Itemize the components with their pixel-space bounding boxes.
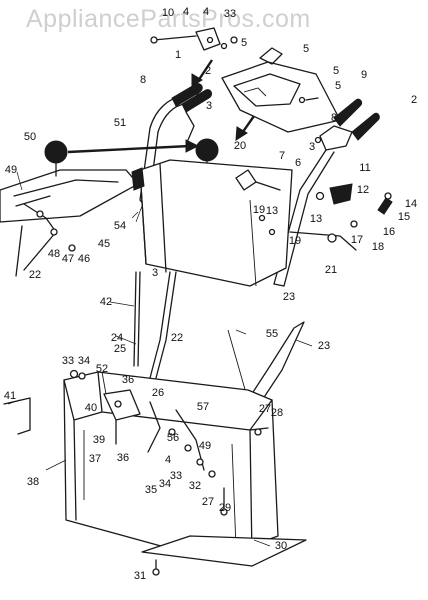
callout-label: 17 — [351, 234, 363, 246]
callout-label: 23 — [318, 340, 330, 352]
callout-label: 22 — [29, 269, 41, 281]
callout-label: 27 — [202, 496, 214, 508]
callout-label: 8 — [140, 74, 146, 86]
callout-label: 4 — [203, 6, 209, 18]
callout-label: 54 — [114, 220, 126, 232]
callout-label: 19 — [253, 204, 265, 216]
callout-label: 33 — [170, 470, 182, 482]
callout-label: 2 — [411, 94, 417, 106]
callout-label: 41 — [4, 390, 16, 402]
callout-label: 29 — [219, 502, 231, 514]
callout-label: 36 — [117, 452, 129, 464]
callout-label: 4 — [183, 6, 189, 18]
shift-knob-assembly — [0, 140, 139, 271]
callout-label: 3 — [309, 141, 315, 153]
callout-label: 33 — [62, 355, 74, 367]
callout-label: 10 — [162, 7, 174, 19]
shift-knob — [195, 138, 219, 162]
callout-label: 26 — [152, 387, 164, 399]
callout-label: 27 — [259, 403, 271, 415]
callout-label: 30 — [275, 540, 287, 552]
callout-label: 5 — [335, 80, 341, 92]
main-housing — [131, 159, 293, 287]
arrow-head-icon — [235, 126, 248, 141]
leader-lines — [7, 171, 313, 547]
callout-label: 20 — [234, 140, 246, 152]
callout-label: 11 — [359, 162, 370, 174]
callout-label: 23 — [283, 291, 295, 303]
callout-label: 22 — [171, 332, 183, 344]
callout-label: 13 — [266, 205, 278, 217]
bottom-plate — [141, 535, 307, 567]
callout-label: 39 — [93, 434, 105, 446]
callout-label: 1 — [175, 49, 181, 61]
callout-label: 34 — [78, 355, 90, 367]
callout-label: 52 — [96, 363, 108, 375]
arrow-icon — [67, 144, 191, 154]
callout-label: 40 — [85, 402, 97, 414]
callout-label: 6 — [295, 157, 301, 169]
callout-label: 7 — [279, 150, 285, 162]
callout-label: 18 — [372, 241, 384, 253]
upper-handle-right — [273, 98, 380, 287]
callout-labels: 10 4 4 33 5 1 2 5 5 9 5 2 8 3 8 51 50 20… — [4, 6, 417, 582]
callout-label: 35 — [145, 484, 157, 496]
callout-label: 31 — [134, 570, 146, 582]
callout-label: 5 — [333, 65, 339, 77]
callout-label: 42 — [100, 296, 112, 308]
callout-label: 13 — [310, 213, 322, 225]
callout-label: 12 — [357, 184, 369, 196]
callout-label: 24 — [111, 332, 123, 344]
callout-label: 57 — [197, 401, 209, 413]
callout-label: 48 — [48, 248, 60, 260]
callout-label: 3 — [206, 100, 212, 112]
callout-label: 33 — [224, 8, 236, 20]
arrow-head-icon — [185, 139, 200, 153]
callout-label: 36 — [122, 374, 134, 386]
control-panel-housing — [221, 47, 341, 133]
callout-label: 34 — [159, 478, 171, 490]
callout-label: 32 — [189, 480, 201, 492]
callout-label: 4 — [165, 454, 171, 466]
top-linkage-bracket — [150, 27, 238, 51]
bolt-hardware-lower-right — [208, 427, 269, 516]
lower-handle-and-rods — [15, 225, 305, 459]
callout-label: 49 — [199, 440, 211, 452]
callout-label: 45 — [98, 238, 110, 250]
callout-label: 16 — [383, 226, 395, 238]
callout-label: 3 — [152, 267, 158, 279]
callout-label: 28 — [271, 407, 283, 419]
callout-label: 55 — [266, 328, 278, 340]
right-hardware — [258, 183, 393, 251]
callout-label: 5 — [241, 37, 247, 49]
callout-label: 14 — [405, 198, 417, 210]
callout-label: 21 — [325, 264, 337, 276]
callout-label: 56 — [167, 432, 179, 444]
callout-label: 50 — [24, 131, 36, 143]
callout-label: 49 — [5, 164, 17, 176]
callout-label: 9 — [361, 69, 367, 81]
callout-label: 8 — [331, 112, 337, 124]
callout-label: 37 — [89, 453, 101, 465]
callout-label: 5 — [303, 43, 309, 55]
callout-label: 46 — [78, 253, 90, 265]
arrow-head-icon — [191, 73, 203, 87]
callout-label: 47 — [62, 253, 74, 265]
callout-label: 25 — [114, 343, 126, 355]
callout-label: 15 — [398, 211, 410, 223]
callout-label: 2 — [205, 65, 211, 77]
callout-label: 51 — [114, 117, 126, 129]
callout-label: 19 — [289, 235, 301, 247]
watermark-text: AppliancePartsPros.com — [26, 5, 311, 33]
callout-label: 38 — [27, 476, 39, 488]
